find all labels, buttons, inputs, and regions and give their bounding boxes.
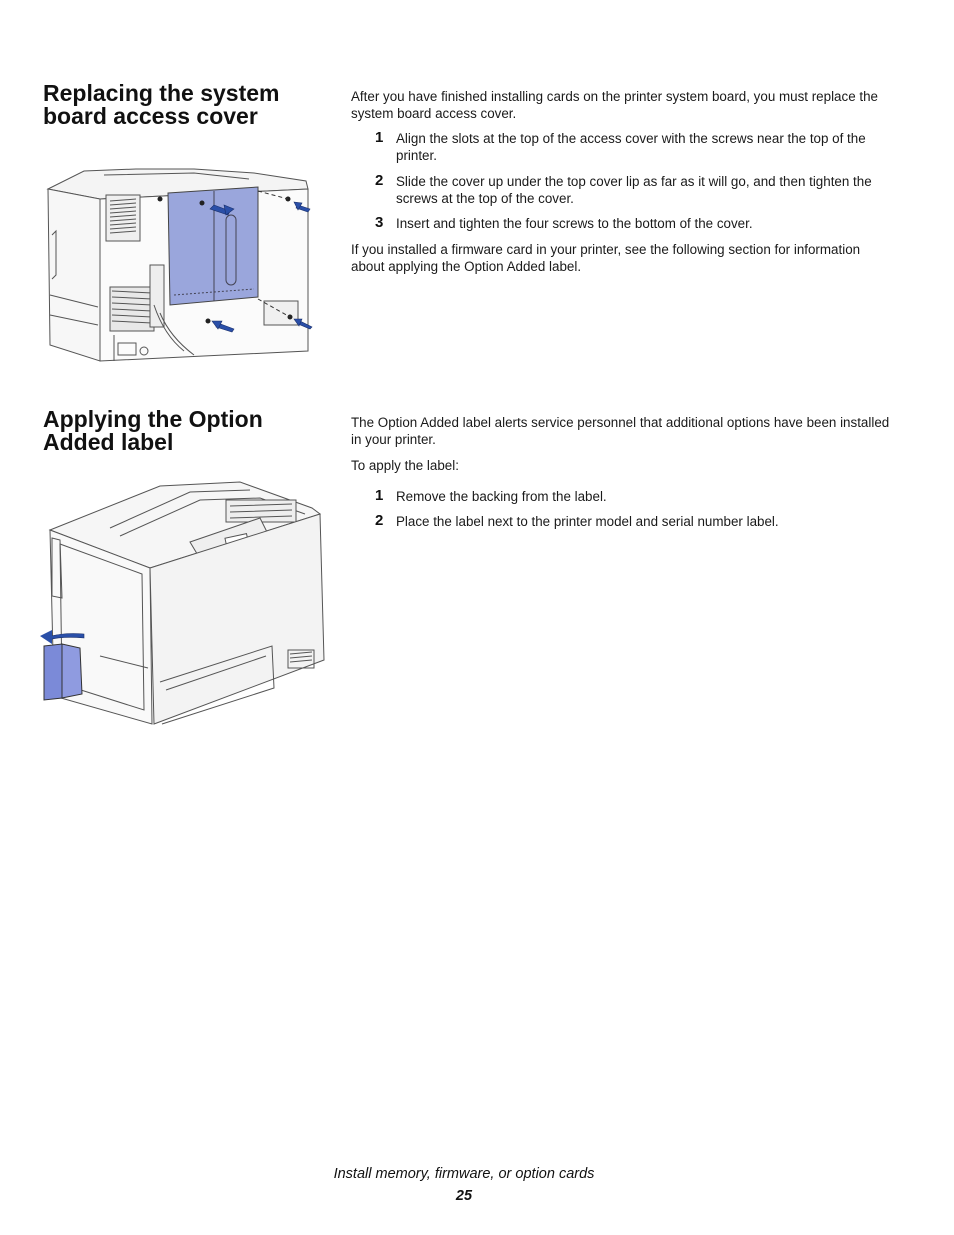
section-title-line: Replacing the system <box>43 80 280 106</box>
section-title-replacing-cover: Replacing the system board access cover <box>43 82 279 128</box>
step-number: 3 <box>375 214 384 231</box>
printer-system-board-cover-illustration <box>46 168 313 362</box>
step-number: 1 <box>375 487 384 504</box>
section2-lead: To apply the label: <box>351 458 459 473</box>
step-text: Remove the backing from the label. <box>396 489 607 504</box>
printer-front-door-illustration <box>40 481 325 725</box>
section-title-option-label: Applying the Option Added label <box>43 408 263 454</box>
section2-intro: The Option Added label alerts service pe… <box>351 415 890 447</box>
step-text: Slide the cover up under the top cover l… <box>396 174 872 206</box>
section1-intro: After you have finished installing cards… <box>351 89 878 121</box>
step-text: Place the label next to the printer mode… <box>396 514 779 529</box>
section1-outro: If you installed a firmware card in your… <box>351 242 861 274</box>
page-number: 25 <box>455 1188 473 1204</box>
step-text: Insert and tighten the four screws to th… <box>396 216 753 231</box>
step-text: Align the slots at the top of the access… <box>396 131 866 163</box>
section-title-line: board access cover <box>43 103 258 129</box>
step-number: 2 <box>375 172 384 189</box>
section-title-line: Added label <box>43 429 174 455</box>
step-number: 2 <box>375 512 384 529</box>
section-title-line: Applying the Option <box>43 406 263 432</box>
footer-chapter-title: Install memory, firmware, or option card… <box>333 1166 595 1182</box>
step-number: 1 <box>375 129 384 146</box>
